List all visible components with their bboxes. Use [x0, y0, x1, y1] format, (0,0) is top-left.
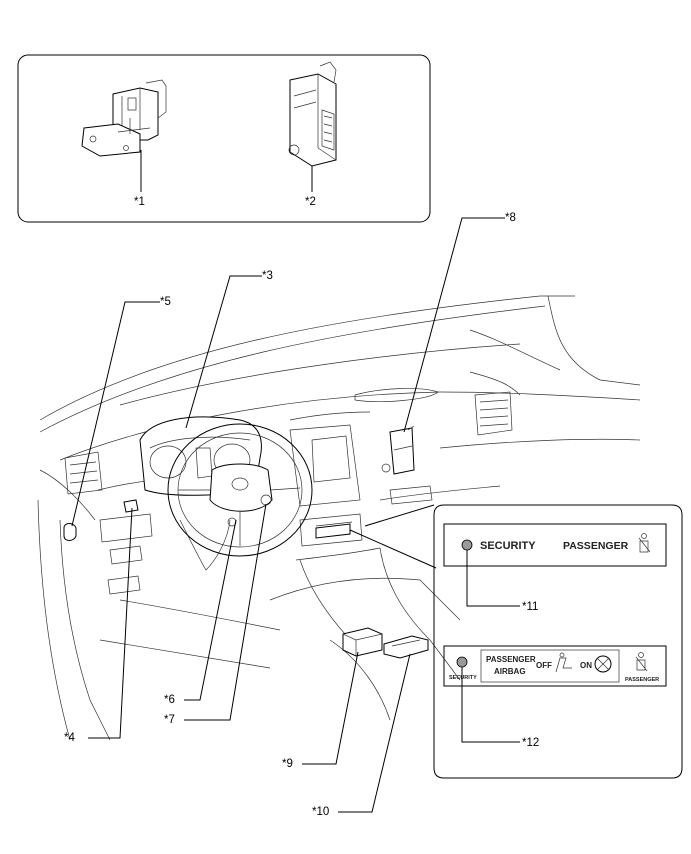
callout-9: *9 — [282, 758, 293, 770]
security-indicator-light-b — [456, 656, 468, 668]
passenger-label: PASSENGER — [563, 540, 629, 552]
callout-1: *1 — [134, 196, 145, 208]
passenger-label-b: PASSENGER — [625, 677, 659, 683]
security-label-b: SECURITY — [449, 675, 477, 681]
callout-8: *8 — [505, 212, 516, 224]
callout-4: *4 — [64, 732, 75, 744]
top-inset-box: *1 *2 — [17, 54, 431, 223]
callout-2: *2 — [305, 196, 316, 208]
callout-11: *11 — [522, 601, 538, 613]
callout-6: *6 — [164, 694, 175, 706]
off-label: OFF — [536, 661, 552, 670]
security-indicator-panel-a: SECURITY PASSENGER — [443, 523, 667, 567]
callout-labels: *3 *5 *8 *4 *6 *7 *9 *10 *11 *12 — [64, 212, 539, 818]
airbag-off-icon — [555, 652, 572, 673]
callout-3: *3 — [262, 270, 273, 282]
seatbelt-icon — [638, 533, 651, 553]
seatbelt-icon-b — [635, 652, 648, 672]
security-label: SECURITY — [480, 540, 536, 552]
on-label: ON — [580, 661, 592, 670]
callout-5: *5 — [160, 296, 171, 308]
security-indicator-light — [461, 539, 473, 551]
callout-7: *7 — [164, 714, 175, 726]
callout-10: *10 — [312, 806, 329, 818]
ecu-part-1 — [81, 79, 167, 192]
security-indicator-panel-b: SECURITY PASSENGER AIRBAG OFF ON PASSENG… — [443, 645, 667, 687]
ecu-part-2 — [288, 61, 337, 192]
airbag-on-icon — [594, 655, 612, 673]
vehicle-interior — [37, 295, 641, 741]
callout-12: *12 — [522, 737, 539, 749]
passenger-airbag-label-line2: AIRBAG — [494, 667, 526, 676]
indicator-detail-box: SECURITY PASSENGER SECURITY PASSENGER AI… — [364, 504, 683, 779]
passenger-airbag-label-line1: PASSENGER — [486, 655, 536, 664]
leader-lines — [71, 217, 505, 813]
